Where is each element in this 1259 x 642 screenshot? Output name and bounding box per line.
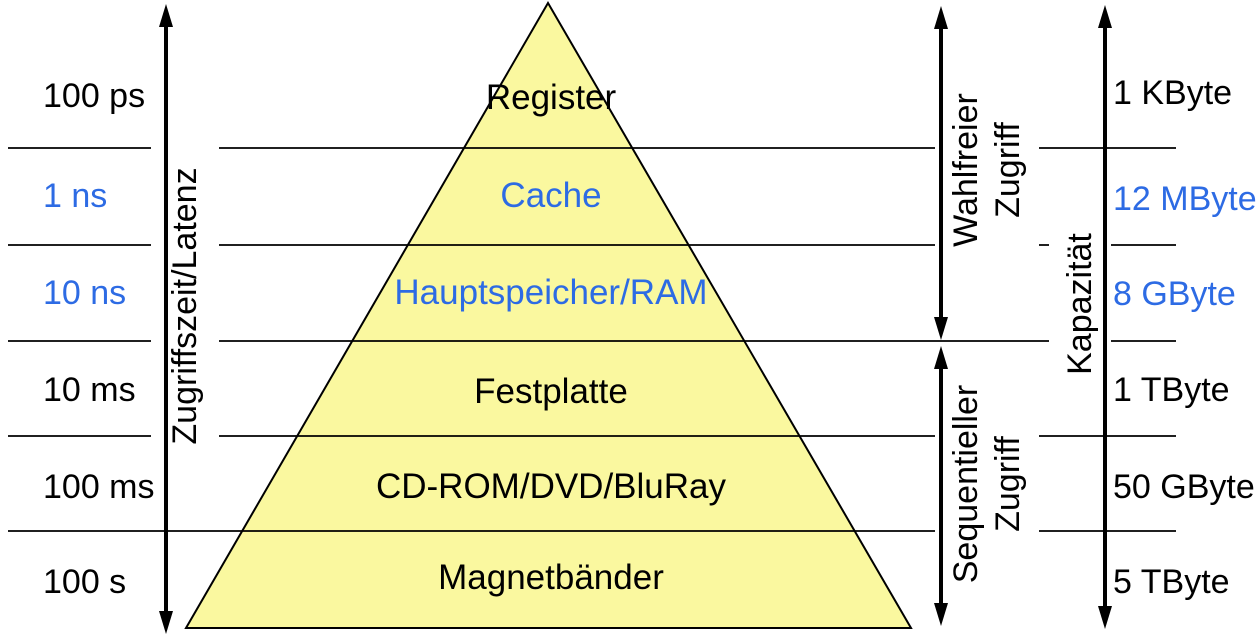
capacity-value-tape: 5 TByte xyxy=(1113,563,1230,601)
random-access-label-line2: Zugriff xyxy=(989,122,1027,218)
capacity-value-cache: 12 MByte xyxy=(1113,180,1257,218)
pyramid xyxy=(184,1,913,629)
sequential-access-label-line2: Zugriff xyxy=(989,436,1027,532)
random-access-label: Wahlfreier Zugriff xyxy=(935,54,1039,286)
capacity-value-disk: 1 TByte xyxy=(1113,371,1230,409)
sequential-access-label: Sequentieller Zugriff xyxy=(935,359,1039,609)
level-name-register: Register xyxy=(485,78,617,117)
capacity-value-ram: 8 GByte xyxy=(1113,275,1236,313)
latency-value-tape: 100 s xyxy=(43,563,127,601)
latency-value-ram: 10 ns xyxy=(43,274,127,312)
random-access-label-line1: Wahlfreier xyxy=(947,93,985,247)
latency-value-register: 100 ps xyxy=(43,77,146,115)
level-name-ram: Hauptspeicher/RAM xyxy=(394,273,708,312)
capacity-axis-label: Kapazität xyxy=(1049,224,1111,384)
sequential-access-label-line1: Sequentieller xyxy=(947,384,985,584)
level-name-disk: Festplatte xyxy=(474,372,628,411)
latency-value-optical: 100 ms xyxy=(43,468,155,506)
level-name-optical: CD-ROM/DVD/BluRay xyxy=(375,467,727,506)
latency-value-cache: 1 ns xyxy=(43,177,108,215)
level-name-tape: Magnetbänder xyxy=(438,558,664,597)
level-name-cache: Cache xyxy=(500,176,602,215)
capacity-value-register: 1 KByte xyxy=(1113,74,1233,112)
latency-axis-label: Zugriffszeit/Latenz xyxy=(151,145,219,467)
latency-value-disk: 10 ms xyxy=(43,371,136,409)
capacity-value-optical: 50 GByte xyxy=(1113,468,1255,506)
